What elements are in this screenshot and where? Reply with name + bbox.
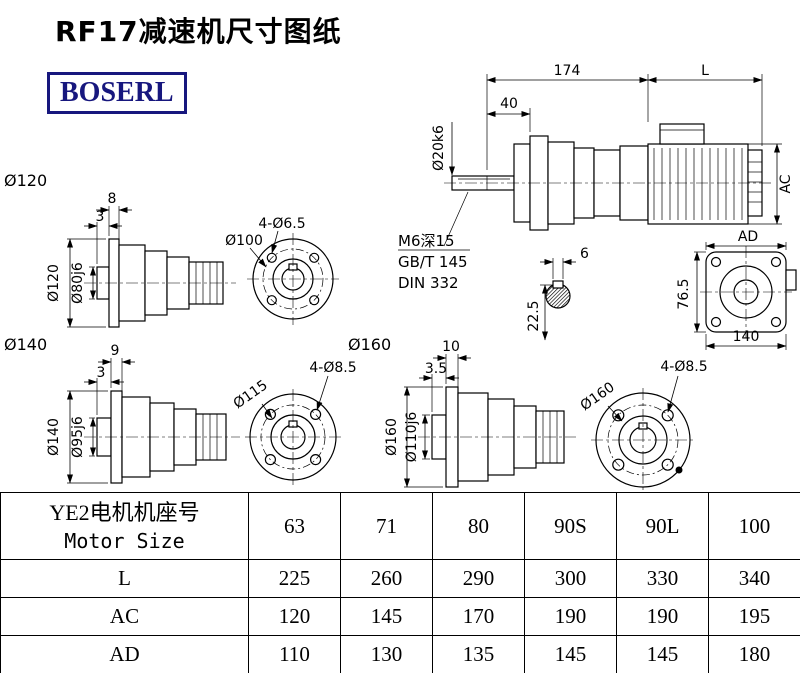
dim-160-spigot-diameter: Ø110j6 (404, 412, 420, 463)
dim-160-bolt-circle: Ø160 (578, 379, 618, 414)
dim-ac: AC (778, 174, 794, 193)
ac-value: 195 (708, 597, 800, 636)
dim-140-bolt-circle: Ø115 (231, 377, 271, 412)
section-label-120: Ø120 (4, 171, 47, 190)
motor-size-header-cn: YE2电机机座号 (49, 500, 200, 525)
section-label-160: Ø160 (348, 335, 391, 354)
ac-value: 190 (524, 597, 617, 636)
ac-value: 120 (248, 597, 341, 636)
note-din-standard: DIN 332 (398, 274, 459, 292)
note-thread: M6深15 (398, 232, 455, 250)
row-label-ac: AC (0, 597, 249, 636)
motor-size-table: YE2电机机座号 Motor Size 63 71 80 90S 90L 100… (0, 492, 800, 673)
dim-160-flange-diameter: Ø160 (384, 418, 400, 456)
dim-end-width: 140 (733, 329, 760, 345)
dim-120-flange-diameter: Ø120 (46, 264, 62, 302)
dim-174: 174 (554, 63, 581, 79)
l-value: 260 (340, 559, 433, 598)
motor-size-header-en: Motor Size (64, 529, 185, 553)
dim-40: 40 (500, 96, 518, 112)
dim-key-width: 6 (580, 246, 589, 262)
section-label-140: Ø140 (4, 335, 47, 354)
shaft-key-section-view: 6 22.5 (526, 246, 589, 341)
dim-160-bolt-holes: 4-Ø8.5 (660, 359, 707, 375)
table-row-l: L 225 260 290 300 330 340 (0, 559, 800, 598)
ad-value: 145 (524, 635, 617, 673)
dim-140-bolt-holes: 4-Ø8.5 (309, 360, 356, 376)
l-value: 290 (432, 559, 525, 598)
row-label-ad: AD (0, 635, 249, 673)
dim-120-bolt-circle: Ø100 (225, 233, 263, 249)
dim-140-spigot-diameter: Ø95j6 (70, 416, 86, 458)
table-header-row: YE2电机机座号 Motor Size 63 71 80 90S 90L 100 (0, 492, 800, 560)
l-value: 300 (524, 559, 617, 598)
ad-value: 130 (340, 635, 433, 673)
dim-120-flange-thickness: 8 (108, 191, 117, 207)
dim-120-spigot-depth: 3 (96, 209, 105, 225)
motor-size-90l: 90L (616, 492, 709, 560)
motor-size-71: 71 (340, 492, 433, 560)
dim-140-flange-thickness: 9 (111, 343, 120, 359)
main-assembly-view: 174 L 40 Ø20k6 AC M6深15 GB/T 145 DIN 332 (398, 63, 794, 292)
ad-value: 110 (248, 635, 341, 673)
view-160-front: Ø160 4-Ø8.5 (578, 359, 708, 490)
l-value: 330 (616, 559, 709, 598)
dim-160-spigot-depth: 3.5 (425, 361, 447, 377)
ad-value: 180 (708, 635, 800, 673)
l-value: 340 (708, 559, 800, 598)
boserl-logo: BOSERL (47, 72, 187, 114)
dim-end-height: 76.5 (676, 278, 692, 309)
view-120-side: 8 3 Ø120 Ø80j6 (46, 191, 236, 328)
ad-value: 135 (432, 635, 525, 673)
motor-size-80: 80 (432, 492, 525, 560)
row-label-l: L (0, 559, 249, 598)
ac-value: 190 (616, 597, 709, 636)
motor-size-header-cell: YE2电机机座号 Motor Size (0, 492, 249, 560)
dim-120-bolt-holes: 4-Ø6.5 (258, 216, 305, 232)
view-120-front: 4-Ø6.5 Ø100 (225, 216, 339, 325)
motor-size-100: 100 (708, 492, 800, 560)
motor-end-view: AD 76.5 140 (676, 229, 797, 350)
ac-value: 170 (432, 597, 525, 636)
table-row-ad: AD 110 130 135 145 145 180 (0, 635, 800, 673)
note-gbt-standard: GB/T 145 (398, 253, 468, 271)
ac-value: 145 (340, 597, 433, 636)
motor-size-63: 63 (248, 492, 341, 560)
terminal-box (659, 123, 705, 145)
ad-value: 145 (616, 635, 709, 673)
dim-140-spigot-depth: 3 (97, 365, 106, 381)
motor-size-90s: 90S (524, 492, 617, 560)
dim-shaft-diameter: Ø20k6 (431, 125, 447, 171)
table-row-ac: AC 120 145 170 190 190 195 (0, 597, 800, 636)
dim-l: L (701, 63, 709, 79)
dim-ad: AD (738, 229, 758, 245)
dim-140-flange-diameter: Ø140 (46, 418, 62, 456)
technical-drawing: Ø120 Ø140 Ø160 (4, 63, 797, 490)
l-value: 225 (248, 559, 341, 598)
page-title: RF17减速机尺寸图纸 (55, 15, 342, 48)
dim-key-depth: 22.5 (526, 300, 542, 331)
view-140-front: Ø115 4-Ø8.5 (231, 360, 357, 485)
plug-dot (675, 466, 683, 474)
dim-160-flange-thickness: 10 (442, 339, 460, 355)
view-140-side: 9 3 Ø140 Ø95j6 (46, 343, 240, 484)
dim-120-spigot-diameter: Ø80j6 (70, 262, 86, 304)
view-160-side: 10 3.5 Ø160 Ø110j6 (384, 339, 576, 488)
